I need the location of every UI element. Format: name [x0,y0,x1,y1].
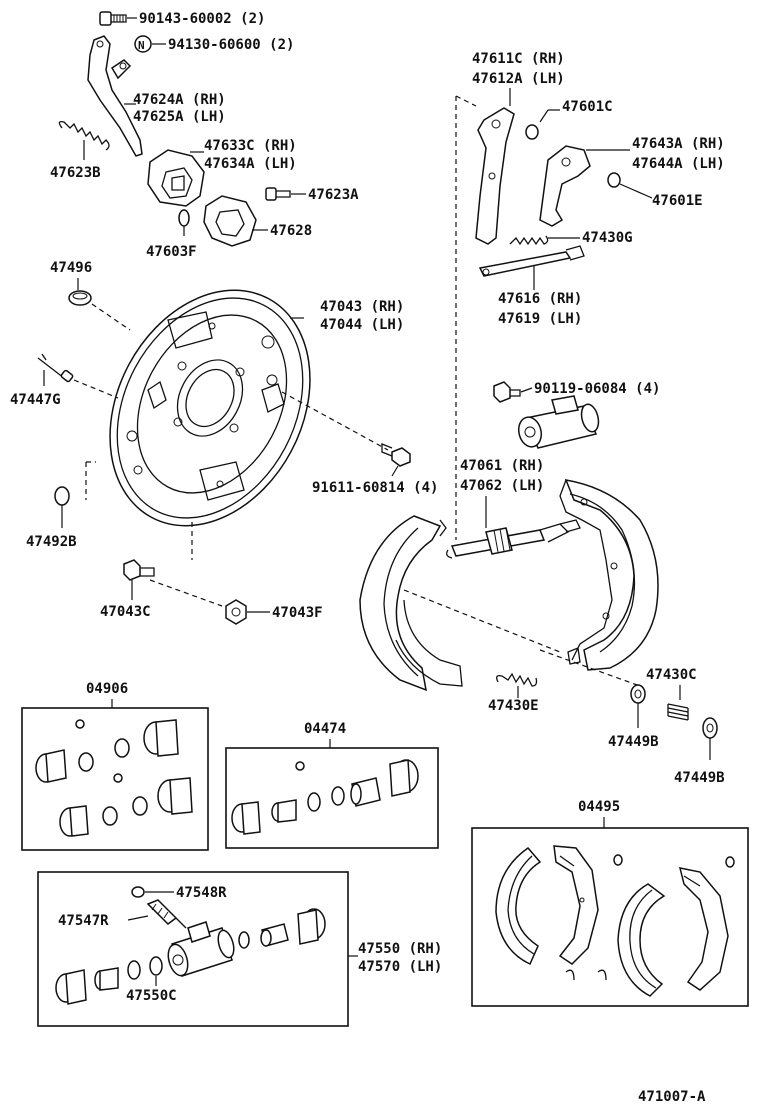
label-47628: 47628 [270,223,312,239]
adjuster-screw [446,519,581,559]
label-04474: 04474 [304,721,346,737]
label-47043c: 47043C [100,604,151,620]
label-47043f: 47043F [272,605,323,621]
label-47623b: 47623B [50,165,101,181]
label-04495: 04495 [578,799,620,815]
label-47570: 47570 (LH) [358,959,442,975]
label-47043: 47043 (RH) [320,299,404,315]
label-47430e: 47430E [488,698,539,714]
label-47612a: 47612A (LH) [472,71,565,87]
nut-94130: N [134,35,152,53]
kit-04906-box [21,707,209,851]
label-47601c: 47601C [562,99,613,115]
bolt-47623a [265,187,291,201]
label-90143: 90143-60002 (2) [139,11,265,27]
kit-04474-box [225,747,439,849]
bleeder-cap-47548r [131,886,145,898]
bellcrank-47628 [203,195,257,247]
stud-47043c [123,559,155,581]
washer-47601c [525,124,539,140]
label-04906: 04906 [86,681,128,697]
label-47062: 47062 (LH) [460,478,544,494]
adjusting-lever-47611c [475,107,515,245]
label-47496: 47496 [50,260,92,276]
label-47550: 47550 (RH) [358,941,442,957]
label-47044: 47044 (LH) [320,317,404,333]
spring-47430g [509,235,549,246]
label-47547r: 47547R [58,913,109,929]
bellcrank-47633c [147,149,205,207]
label-47643a: 47643A (RH) [632,136,725,152]
plug-47496 [68,290,92,306]
clip-47603f [178,209,190,227]
washer-mark: N [138,39,145,52]
nut-47043f [225,599,247,625]
cap-47492b [54,486,70,506]
washer-47601e [607,172,621,188]
adjusting-lever-47643a [539,145,591,227]
pin-47447g [37,353,74,383]
label-47624a: 47624A (RH) [133,92,226,108]
label-47625a: 47625A (LH) [133,109,226,125]
kit-04495-box [471,827,749,1007]
wheel-cylinder [517,395,600,449]
label-91611: 91611-60814 (4) [312,480,438,496]
cup-47449b-2 [702,717,718,739]
label-47430g: 47430G [582,230,633,246]
bleeder-47547r [146,899,187,929]
bolt-90119 [493,381,521,403]
brake-shoe-right [559,479,659,671]
diagram-reference: 471007-A [638,1089,706,1105]
label-47623a: 47623A [308,187,359,203]
kit-04474-parts [231,759,419,835]
bolt-90143 [99,11,127,26]
strut-47616 [478,245,585,277]
label-47550c: 47550C [126,988,177,1004]
cylinder-body-47550 [167,921,235,977]
kit-47550-parts [55,908,326,1005]
label-47603f: 47603F [146,244,197,260]
kit-47550-box [37,871,349,1027]
backing-plate [109,289,311,527]
label-47633c: 47633C (RH) [204,138,297,154]
label-47619: 47619 (LH) [498,311,582,327]
label-90119: 90119-06084 (4) [534,381,660,397]
kit-04906-parts [35,719,193,837]
spring-47430c [667,703,689,721]
spring-47623b [58,120,110,151]
label-47430c: 47430C [646,667,697,683]
label-47447g: 47447G [10,392,61,408]
bolt-91611 [381,443,411,467]
label-47601e: 47601E [652,193,703,209]
label-47634a: 47634A (LH) [204,156,297,172]
label-47616: 47616 (RH) [498,291,582,307]
spring-47430e [496,672,538,687]
brake-shoe-left [359,515,463,692]
parking-brake-lever [87,35,143,157]
label-47449b-1: 47449B [608,734,659,750]
label-47492b: 47492B [26,534,77,550]
label-94130: 94130-60600 (2) [168,37,294,53]
label-47449b-2: 47449B [674,770,725,786]
label-47611c: 47611C (RH) [472,51,565,67]
cup-47449b-1 [630,684,646,704]
label-47644a: 47644A (LH) [632,156,725,172]
label-47548r: 47548R [176,885,227,901]
label-47061: 47061 (RH) [460,458,544,474]
kit-04495-parts [495,845,735,997]
